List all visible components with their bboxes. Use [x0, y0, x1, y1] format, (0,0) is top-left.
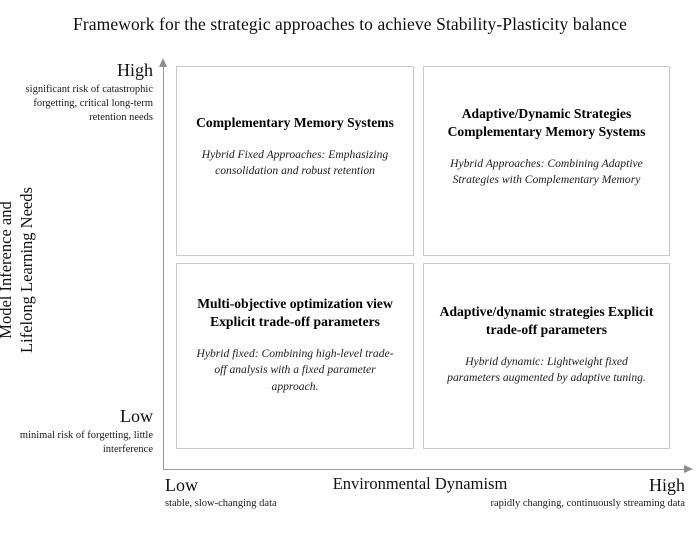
quadrant-bottom-right-subtitle: Hybrid dynamic: Lightweight fixed parame…	[447, 355, 646, 385]
y-axis-high-label: High	[117, 60, 153, 80]
x-axis-arrow-icon	[684, 465, 693, 473]
x-axis-high-label: High	[649, 475, 685, 495]
quadrant-bottom-right-heading: Adaptive/dynamic strategies Explicit tra…	[439, 304, 654, 338]
quadrant-top-right-heading: Adaptive/Dynamic Strategies Complementar…	[447, 106, 646, 140]
y-axis-low-description: minimal risk of forgetting, little inter…	[19, 429, 153, 456]
y-axis-line	[163, 66, 164, 470]
quadrant-bottom-left: Multi-objective optimization view Explic…	[176, 263, 414, 449]
quadrant-top-left-heading: Complementary Memory Systems	[196, 115, 394, 131]
quadrant-bottom-left-subtitle: Hybrid fixed: Combining high-level trade…	[196, 347, 394, 393]
quadrant-bottom-right: Adaptive/dynamic strategies Explicit tra…	[423, 263, 670, 449]
quadrant-top-right-content: Adaptive/Dynamic Strategies Complementar…	[438, 105, 655, 188]
x-axis-high-label-group: High rapidly changing, continuously stre…	[455, 475, 686, 511]
quadrant-top-left-content: Complementary Memory Systems Hybrid Fixe…	[191, 114, 399, 179]
quadrant-top-left: Complementary Memory Systems Hybrid Fixe…	[176, 66, 414, 256]
quadrant-top-right-subtitle: Hybrid Approaches: Combining Adaptive St…	[450, 157, 643, 187]
quadrant-top-left-subtitle: Hybrid Fixed Approaches: Emphasizing con…	[201, 148, 389, 178]
x-axis-low-label-group: Low stable, slow-changing data	[165, 476, 395, 511]
quadrant-bottom-left-heading: Multi-objective optimization view Explic…	[197, 296, 393, 330]
x-axis-low-description: stable, slow-changing data	[165, 497, 277, 509]
y-axis-low-label-group: Low minimal risk of forgetting, little i…	[0, 407, 158, 457]
quadrant-bottom-left-content: Multi-objective optimization view Explic…	[191, 295, 399, 395]
y-axis-arrow-icon	[159, 58, 167, 67]
y-axis-title-line-1: Model Inference and	[0, 201, 15, 339]
x-axis-line	[163, 469, 685, 470]
page-title: Framework for the strategic approaches t…	[73, 14, 627, 34]
quadrant-bottom-right-content: Adaptive/dynamic strategies Explicit tra…	[438, 303, 655, 386]
y-axis-low-label: Low	[120, 406, 153, 426]
x-axis-high-description: rapidly changing, continuously streaming…	[490, 497, 686, 509]
y-axis-high-description: significant risk of catastrophic forgett…	[25, 83, 153, 124]
y-axis-title-line-2: Lifelong Learning Needs	[17, 187, 36, 353]
y-axis-high-label-group: High significant risk of catastrophic fo…	[0, 61, 158, 125]
x-axis-title: Environmental Dynamism	[332, 474, 508, 493]
x-axis-low-label: Low	[165, 475, 198, 495]
y-axis-title: Model Inference and Lifelong Learning Ne…	[0, 155, 41, 385]
quadrant-top-right: Adaptive/Dynamic Strategies Complementar…	[423, 66, 670, 256]
